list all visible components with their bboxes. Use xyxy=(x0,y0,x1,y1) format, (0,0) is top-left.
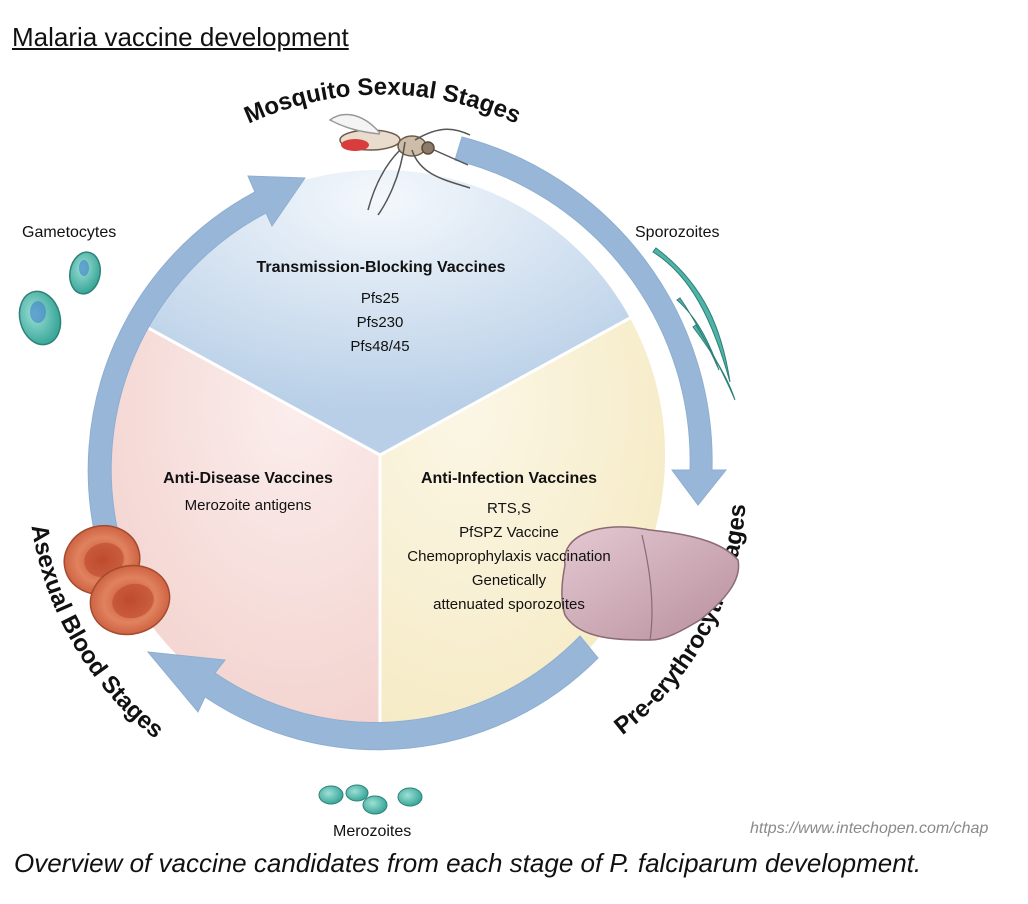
arrow-blood-to-mosquito xyxy=(87,175,306,549)
arrow-liver-to-blood xyxy=(146,635,599,751)
vaccine-item: PfSPZ Vaccine xyxy=(459,524,559,541)
sector-anti-disease xyxy=(94,318,380,740)
merozoites-icon xyxy=(318,784,423,815)
vaccine-item: Merozoite antigens xyxy=(185,497,312,514)
transmission-vaccines-list: Pfs25 Pfs230 Pfs48/45 xyxy=(350,290,409,355)
sporozoites-icon xyxy=(652,247,736,401)
malaria-lifecycle-diagram: Mosquito Sexual Stages Pre-erythrocytic … xyxy=(18,73,751,840)
vaccine-item: RTS,S xyxy=(487,500,531,517)
transmission-vaccines-title: Transmission-Blocking Vaccines xyxy=(257,259,506,276)
anti-infection-vaccines-list: RTS,S PfSPZ Vaccine Chemoprophylaxis vac… xyxy=(407,500,610,613)
mosquito-icon xyxy=(328,113,471,216)
vaccine-item: Genetically xyxy=(472,572,547,589)
arrow-mosquito-to-liver xyxy=(454,136,728,506)
anti-disease-vaccines-title: Anti-Disease Vaccines xyxy=(163,470,333,487)
gametocytes-icon xyxy=(18,251,101,346)
lifecycle-arrows xyxy=(87,136,728,751)
sector-transmission-blocking xyxy=(130,169,630,455)
label-sporozoites: Sporozoites xyxy=(635,224,720,241)
stage-label-mosquito: Mosquito Sexual Stages xyxy=(240,73,525,129)
vaccine-item: Pfs230 xyxy=(357,314,404,331)
liver-icon xyxy=(561,526,740,641)
vaccine-item: Pfs25 xyxy=(361,290,399,307)
vaccine-item: Pfs48/45 xyxy=(350,338,409,355)
anti-infection-vaccines-title: Anti-Infection Vaccines xyxy=(421,470,597,487)
vaccine-item: Chemoprophylaxis vaccination xyxy=(407,548,610,565)
page-title: Malaria vaccine development xyxy=(12,22,349,52)
figure-caption: Overview of vaccine candidates from each… xyxy=(14,848,922,878)
source-url: https://www.intechopen.com/chap xyxy=(750,820,989,837)
label-gametocytes: Gametocytes xyxy=(22,224,116,241)
vaccine-item: attenuated sporozoites xyxy=(433,596,585,613)
label-merozoites: Merozoites xyxy=(333,823,411,840)
red-blood-cells-icon xyxy=(63,524,171,636)
